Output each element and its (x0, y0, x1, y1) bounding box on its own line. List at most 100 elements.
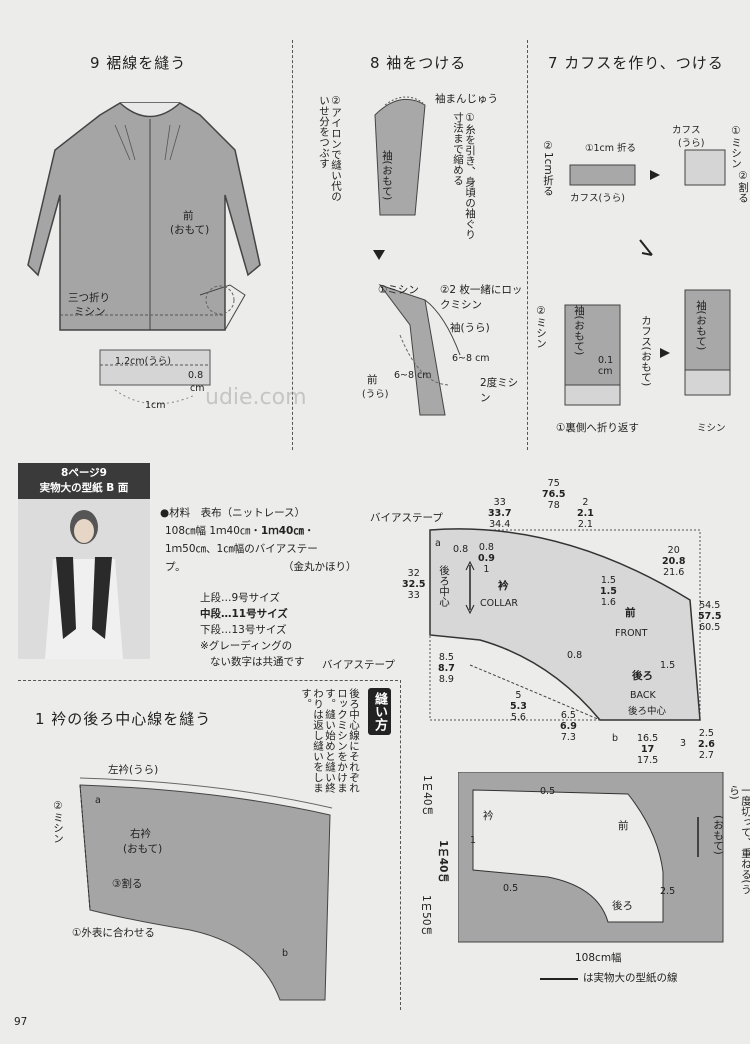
materials: ●材料 表布（ニットレース） (160, 507, 306, 519)
cuff-title: 7 カフスを作り、つける (548, 54, 724, 72)
cuff-back-full: カフス(うら) (570, 193, 625, 204)
hem-w2: 0.8 (188, 370, 204, 381)
back-en: BACK (630, 690, 656, 701)
sleeve-title: 8 袖をつける (370, 54, 467, 72)
layout-left-dims-bold: 1ｍ40㎝ (437, 840, 449, 883)
collar-step-title: 1 衿の後ろ中心線を縫う (35, 710, 212, 728)
cuff-side-cut: 袖(おもて) (695, 300, 707, 351)
cuff-fold1: ①1cm 折る (585, 143, 637, 154)
layout-v05b: 0.5 (503, 883, 519, 894)
legend-text: は実物大の型紙の線 (583, 972, 678, 984)
back-label: 後ろ (632, 670, 653, 682)
pattern-info-header: 8ページ9 実物大の型紙 B 面 (18, 463, 150, 499)
cuff-dim: 0.1 cm (598, 355, 614, 377)
hem-machine: ミシン (74, 306, 106, 318)
layout-fold-note: 一度切って、重ねる(うら) (728, 785, 750, 895)
layout-v05a: 0.5 (540, 786, 556, 797)
sleeve-front-sub: (うら) (362, 389, 389, 400)
collar-align: ①外表に合わせる (72, 927, 155, 939)
layout-collar: 衿 (483, 810, 494, 822)
dim-v08b: 0.8 (567, 650, 583, 661)
hem-w1: 1.2cm(うら) (115, 356, 172, 367)
sleeve-lock: ②2 枚一緒にロックミシン (440, 284, 523, 311)
cuff-machine2: ②ミシン (535, 305, 547, 349)
page-ref: 8ページ9 (61, 467, 107, 479)
materials-line2: 1ｍ50㎝、1㎝幅のバイアステー (165, 543, 318, 555)
sleeve-back: 袖(うら) (450, 322, 490, 334)
layout-front: 前 (618, 820, 629, 832)
bias-tape-1: バイアステープ (370, 512, 443, 524)
front-label: 前 (625, 607, 636, 619)
hem-w3: 1cm (145, 400, 166, 411)
layout-left-dims-2: 1ｍ50㎝ (420, 895, 432, 937)
dim-v3: 3 (680, 738, 687, 749)
divider-left (292, 40, 293, 450)
collar-label: 衿 (498, 580, 509, 592)
cutting-layout (458, 772, 724, 943)
layout-v1: 1 (470, 835, 477, 846)
right-collar-sub: (おもて) (123, 843, 163, 855)
page-number: 97 (14, 1016, 28, 1028)
sleeve-cap: 袖まんじゅう (435, 93, 498, 105)
sewing-method-tag: 縫い方 (368, 688, 391, 735)
size-lower: 下段…13号サイズ (200, 624, 287, 636)
sleeve-iron-note: ②アイロンで縫い代のいせ分をつぶす (318, 95, 342, 202)
cuff-machine3: ミシン (697, 423, 726, 434)
author: （金丸かほり） (283, 561, 357, 573)
divider-bottom (400, 680, 401, 1010)
collar-sewing-illustration (79, 777, 333, 1001)
layout-left-dims: 1ｍ40㎝ (421, 775, 433, 817)
layout-omote: (おもて) (712, 815, 724, 855)
hem-w2-unit: cm (190, 383, 205, 394)
cuff-illustration (564, 149, 731, 406)
materials-line3: プ。 (165, 561, 186, 573)
size-upper: 上段…9号サイズ (200, 592, 280, 604)
draft-b: b (612, 733, 619, 744)
sleeve-range1: 6~8 cm (394, 370, 432, 381)
watermark: udie.com (205, 385, 307, 410)
sleeve-front: 前 (367, 374, 378, 386)
cuff-sleeve-label: 袖(おもて) (573, 305, 585, 356)
dim-v15b: 1.5 (660, 660, 676, 671)
sleeve-label: 袖(おもて) (381, 150, 393, 201)
back-center: 後ろ中心 (438, 565, 450, 607)
divider-right (527, 40, 528, 450)
collar-a: a (95, 795, 101, 806)
back-center2: 後ろ中心 (628, 706, 667, 717)
right-collar: 右衿 (130, 828, 151, 840)
cuff-back: (うら) (678, 138, 705, 149)
hem-front: 前 (183, 210, 194, 222)
cuff-split: ②割る (737, 170, 749, 203)
layout-v25: 2.5 (660, 886, 676, 897)
sleeve-double-stitch: 2度ミシン (480, 377, 519, 404)
note2: ない数字は共通です (210, 656, 305, 668)
layout-width: 108cm幅 (575, 952, 622, 964)
cuff-front: カフス(おもて) (640, 315, 652, 387)
sheet-ref: 実物大の型紙 B 面 (39, 482, 129, 494)
sleeve-range2: 6~8 cm (452, 353, 490, 364)
cuff-fold-back: ①裏側へ折り返す (556, 422, 639, 434)
collar-split: ③割る (112, 878, 143, 890)
sleeve-gather-note: ①糸を引き、身頃の袖ぐり寸法まで縮める (452, 112, 476, 240)
divider-middle (18, 680, 398, 681)
cuff-machine-side: ①ミシン (730, 125, 742, 169)
blouse-illustration (27, 102, 261, 405)
left-collar: 左衿(うら) (108, 764, 159, 776)
collar-machine: ②ミシン (52, 800, 64, 844)
model-photo (18, 499, 150, 659)
front-en: FRONT (615, 628, 648, 639)
materials-line1: 108㎝幅 1ｍ40㎝・1ｍ40㎝・ (165, 525, 315, 537)
size-middle: 中段…11号サイズ (200, 608, 288, 620)
